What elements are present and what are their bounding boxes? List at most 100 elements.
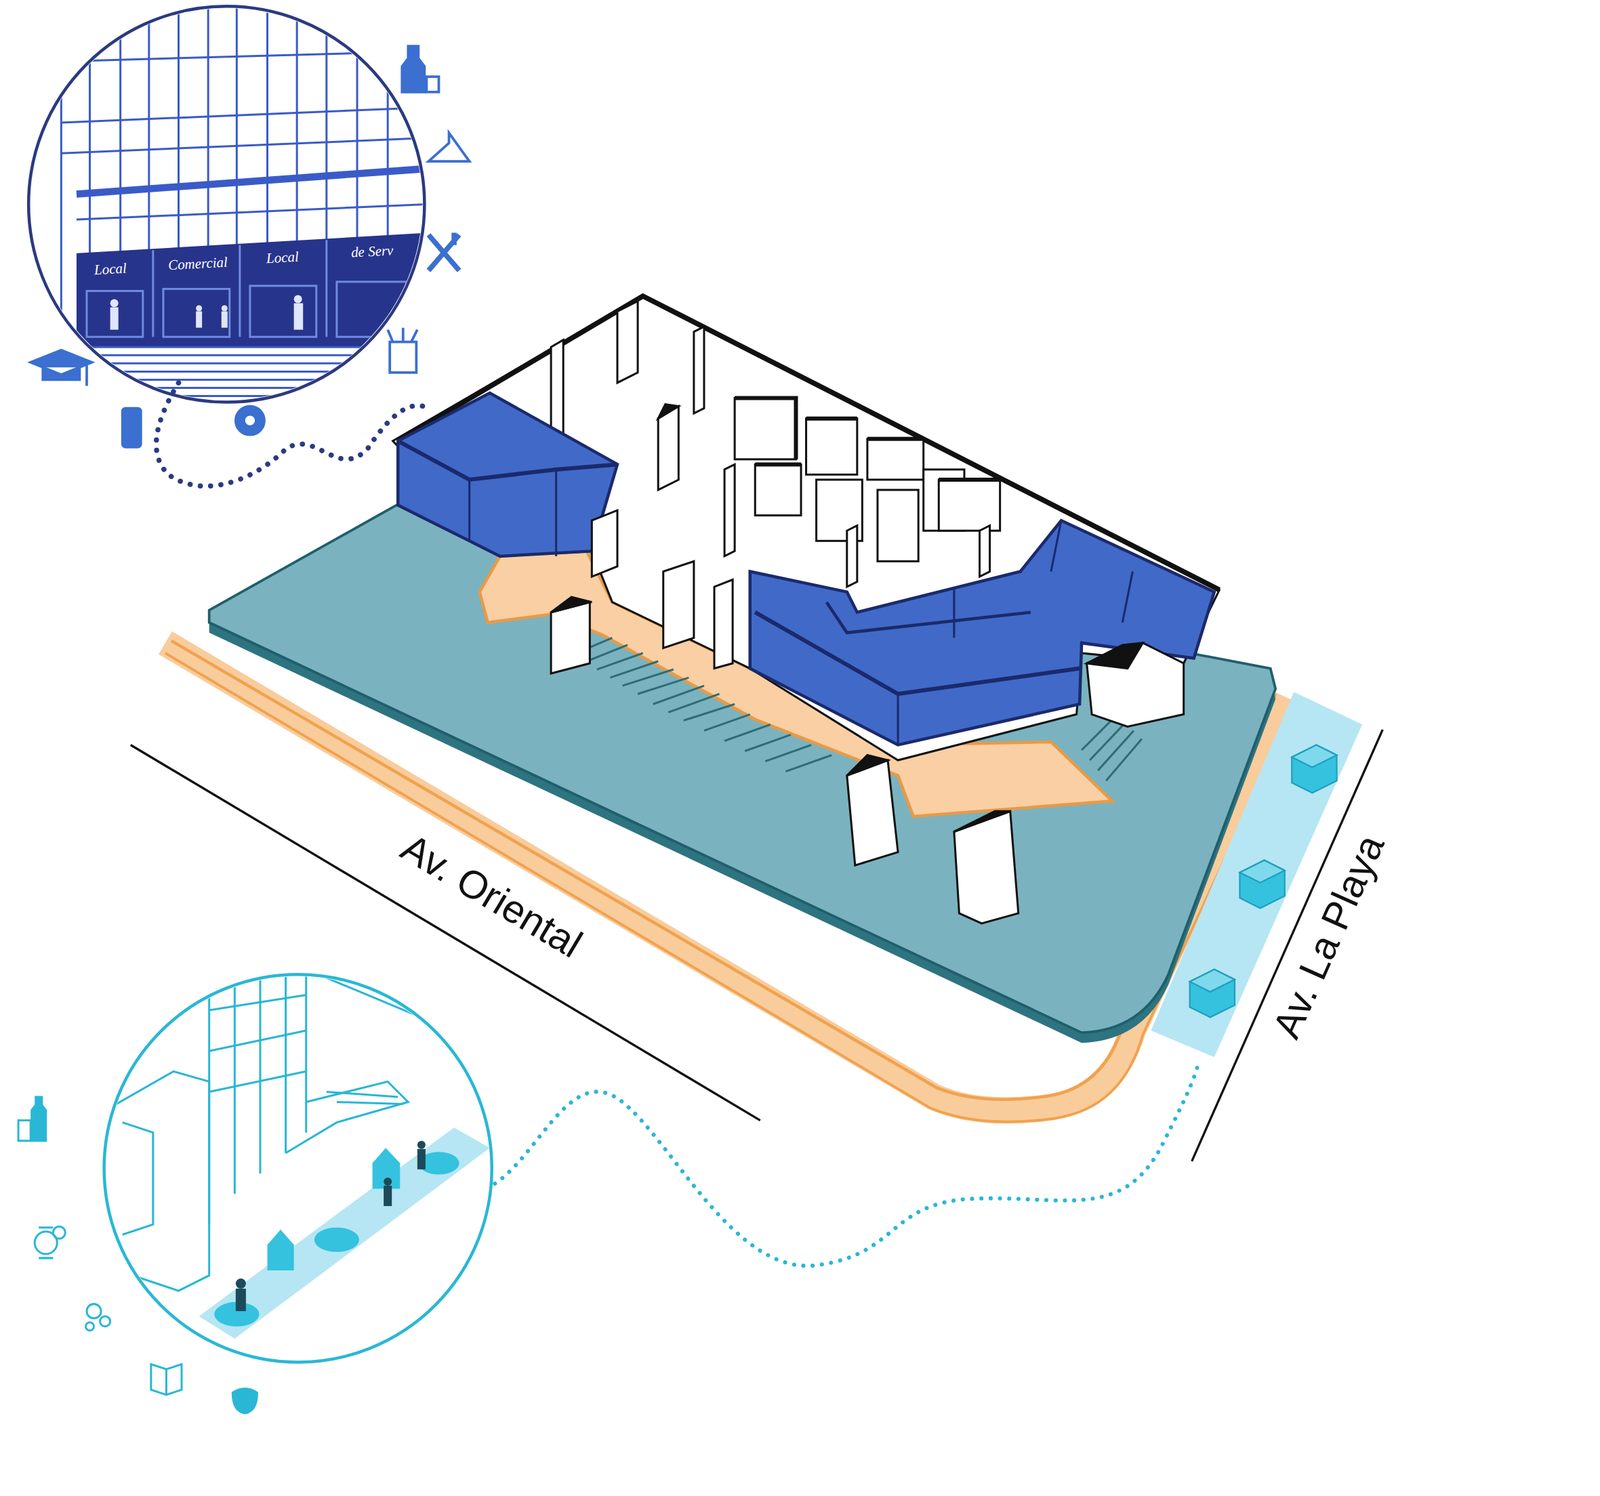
kiosk-strip <box>1291 744 1337 793</box>
kiosk-street-circle <box>233 969 236 1195</box>
retail-facade-circle <box>195 305 202 312</box>
use-icon <box>387 327 418 373</box>
building <box>754 464 802 516</box>
plaza <box>765 744 812 762</box>
use-icon <box>18 1120 31 1142</box>
retail-facade-circle <box>76 168 429 195</box>
retail-facade-circle <box>60 354 429 357</box>
shop-sign: Local <box>93 261 127 278</box>
kiosk-street-circle <box>336 1101 404 1104</box>
kiosk-street-circle <box>383 1185 392 1207</box>
retail-facade-circle <box>221 311 228 328</box>
blue-rooms <box>952 586 955 638</box>
retail-facade-circle <box>60 138 429 154</box>
kiosk-strip <box>1190 969 1235 993</box>
blue-rooms <box>397 393 1215 745</box>
retail-facade-circle <box>110 307 119 331</box>
shop-sign: Comercial <box>168 255 229 274</box>
building <box>938 477 1000 482</box>
retail-facade-circle <box>60 0 63 347</box>
use-icon <box>426 76 439 93</box>
building <box>877 489 919 562</box>
kiosk-street-circle <box>235 1288 246 1312</box>
retail-facade-circle <box>28 0 429 402</box>
plaza <box>597 653 644 670</box>
pillar <box>658 404 679 419</box>
building <box>979 525 991 577</box>
building <box>724 464 735 557</box>
kiosk-strip <box>1190 969 1235 1018</box>
plaza <box>683 704 735 721</box>
kiosk-street-circle <box>214 1147 459 1327</box>
building <box>806 416 858 421</box>
retail-facade-circle <box>60 346 429 349</box>
retail-facade-circle <box>86 290 143 337</box>
kiosk-street-circle <box>314 1227 360 1253</box>
plaza <box>1105 738 1142 781</box>
kiosk-street-circle <box>209 1071 307 1092</box>
retail-facade-circle <box>325 239 328 337</box>
pillar <box>658 406 679 490</box>
kiosk-street-circle <box>199 1127 490 1340</box>
kiosk-street-circle <box>326 1091 398 1098</box>
retail-facade-circle <box>60 107 429 123</box>
retail-facade-circle <box>60 51 429 62</box>
building <box>617 300 638 383</box>
use-icon <box>30 350 92 387</box>
retail-facade-circle <box>28 6 425 402</box>
use-icon <box>235 406 265 436</box>
use-icon <box>401 46 425 93</box>
kiosk-street-circle <box>209 994 307 1011</box>
pillar <box>954 811 1011 832</box>
building <box>693 326 705 414</box>
plaza <box>668 693 720 713</box>
retail-facade-circle <box>110 294 304 330</box>
kiosk-street-circle <box>258 969 261 1174</box>
kiosk-street-circle <box>267 1229 295 1271</box>
use-icon <box>86 1304 101 1319</box>
use-icon <box>122 408 141 448</box>
retail-facade-circle <box>60 386 429 389</box>
retail-facade-circle <box>60 378 429 381</box>
shop-sign: Local <box>266 250 300 266</box>
building <box>938 479 1000 531</box>
building <box>734 398 796 460</box>
building <box>734 398 1000 480</box>
retail-facade-circle <box>221 305 228 312</box>
retail-facade-circle <box>86 239 408 337</box>
blue-rooms <box>468 479 471 541</box>
kiosk-street-circle <box>102 1071 210 1291</box>
retail-facade-circle <box>195 311 202 328</box>
retail-facade-circle <box>110 298 119 307</box>
building <box>754 462 802 467</box>
kiosk-street-circle <box>122 1122 154 1236</box>
pillar <box>550 404 1184 924</box>
dotted-link <box>494 1061 1199 1266</box>
use-icon <box>243 414 257 427</box>
pillar <box>550 597 592 613</box>
blue-rooms <box>1122 571 1133 623</box>
building <box>847 525 858 587</box>
pillar <box>591 510 618 577</box>
kiosk-strip <box>1291 744 1337 768</box>
building <box>867 437 924 442</box>
dotted-link <box>156 382 429 487</box>
retail-facade-circle <box>151 250 154 337</box>
kiosk-street-circle <box>235 1278 246 1289</box>
plaza <box>622 669 674 686</box>
kiosk-street-circle <box>104 974 492 1363</box>
use-icon <box>100 1316 111 1327</box>
pillar <box>1086 643 1144 669</box>
kiosk-street-circle <box>102 969 492 1363</box>
plaza <box>785 755 832 772</box>
blue-rooms <box>555 469 558 557</box>
kiosk-street-circle <box>102 969 429 1291</box>
retail-facade-circle <box>336 281 408 337</box>
retail-facade-circle <box>163 288 230 337</box>
kiosk-street-circle <box>372 1147 401 1189</box>
use-icon <box>31 1097 47 1142</box>
kiosk-street-circle <box>304 969 307 1134</box>
building <box>867 439 924 480</box>
